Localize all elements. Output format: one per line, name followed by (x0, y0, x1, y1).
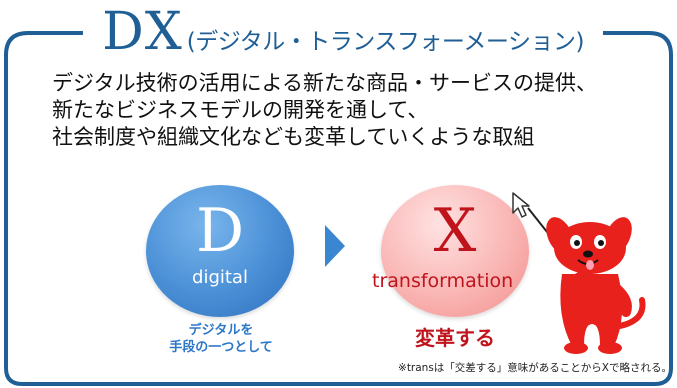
description-line: 社会制度や組織文化なども変革していくような取組 (52, 125, 535, 149)
red-dog-mascot (527, 207, 646, 354)
footnote: ※transは「交差する」意味があることからXで略される。 (398, 362, 672, 374)
arrow-cursor-icon (512, 192, 530, 218)
word-digital: digital (192, 267, 248, 288)
digital-circle: D digital (146, 185, 294, 317)
digital-caption-line: 手段の一つとして (169, 340, 273, 355)
transformation-caption: 変革する (415, 326, 495, 350)
transformation-circle: X (381, 185, 529, 317)
digital-caption: デジタルを 手段の一つとして (136, 322, 306, 356)
title-dx: DX (102, 2, 183, 62)
chevron-right-icon (325, 225, 345, 267)
description-line: 新たなビジネスモデルの開発を通して、 (52, 98, 429, 122)
title: DX (デジタル・トランスフォーメーション) (83, 2, 603, 64)
description: デジタル技術の活用による新たな商品・サービスの提供、 新たなビジネスモデルの開発… (52, 70, 662, 151)
title-subtitle: (デジタル・トランスフォーメーション) (186, 29, 585, 55)
digital-caption-line: デジタルを (188, 323, 254, 338)
letter-x: X (433, 196, 477, 266)
description-line: デジタル技術の活用による新たな商品・サービスの提供、 (52, 71, 597, 95)
word-transformation: transformation (372, 270, 514, 292)
letter-d: D (195, 196, 245, 266)
